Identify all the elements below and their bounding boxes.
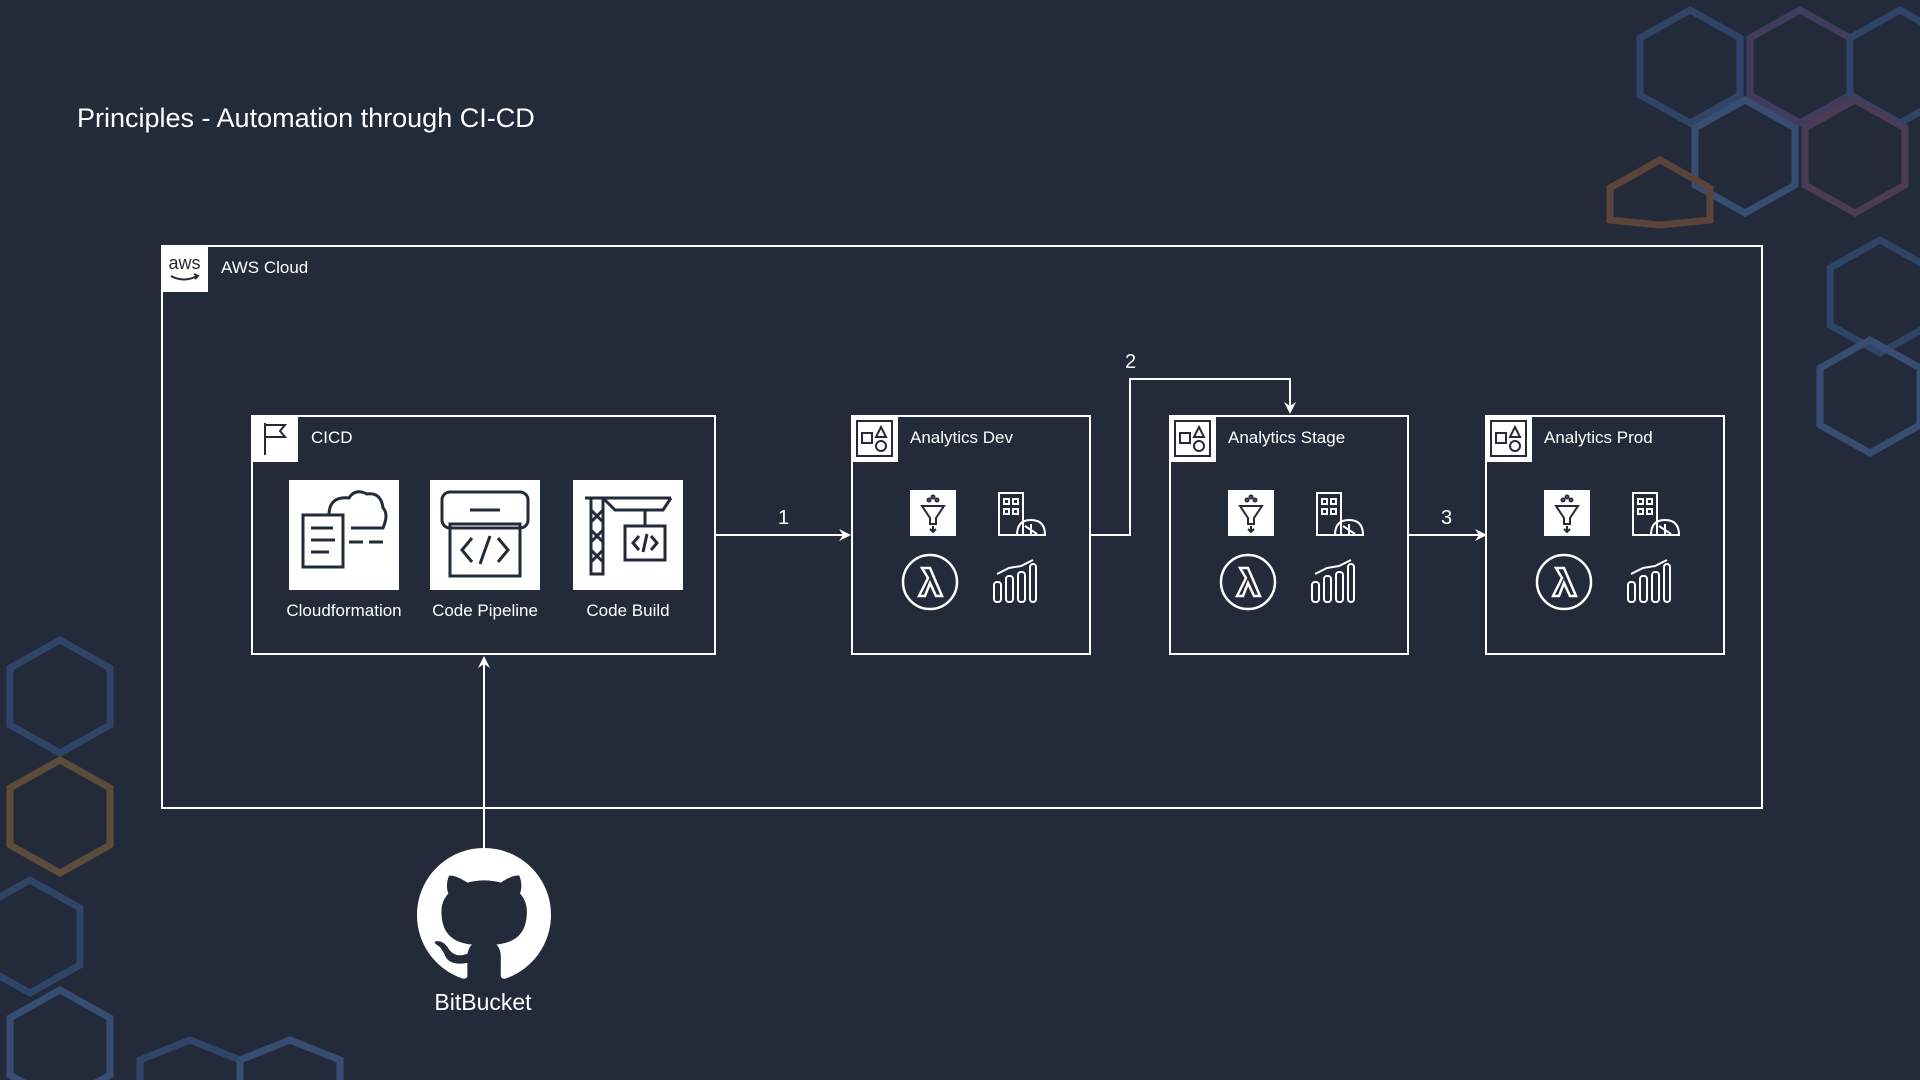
analytics-chart-icon — [990, 558, 1038, 604]
cloudformation-icon — [289, 480, 399, 590]
step-1-label: 1 — [778, 507, 790, 529]
analytics-chart-icon — [1308, 558, 1356, 604]
codebuild-label: Code Build — [586, 601, 670, 620]
glue-crawler-icon — [1544, 490, 1590, 536]
analytics-prod-label: Analytics Prod — [1544, 428, 1653, 447]
data-lake-building-icon — [1629, 490, 1681, 538]
lambda-icon — [1218, 552, 1278, 612]
bitbucket-label: BitBucket — [434, 989, 532, 1015]
codepipeline-label: Code Pipeline — [432, 601, 538, 620]
analytics-dev-label: Analytics Dev — [910, 428, 1013, 447]
aws-logo-icon: aws — [161, 245, 208, 292]
account-shapes-icon — [1169, 415, 1216, 462]
aws-cloud-boundary — [161, 245, 1763, 809]
data-lake-building-icon — [995, 490, 1047, 538]
analytics-prod-group — [1485, 415, 1725, 655]
github-icon — [417, 848, 551, 982]
glue-crawler-icon — [1228, 490, 1274, 536]
codepipeline-icon — [430, 480, 540, 590]
analytics-stage-group — [1169, 415, 1409, 655]
cicd-label: CICD — [311, 428, 353, 447]
account-shapes-icon — [851, 415, 898, 462]
analytics-dev-group — [851, 415, 1091, 655]
lambda-icon — [900, 552, 960, 612]
step-2-label: 2 — [1125, 351, 1137, 373]
aws-logo-text: aws — [168, 253, 200, 273]
analytics-stage-label: Analytics Stage — [1228, 428, 1346, 447]
page-title: Principles - Automation through CI-CD — [77, 103, 535, 133]
cicd-group — [251, 415, 716, 655]
flag-icon — [251, 415, 298, 462]
glue-crawler-icon — [910, 490, 956, 536]
aws-cloud-label: AWS Cloud — [221, 258, 309, 277]
account-shapes-icon — [1485, 415, 1532, 462]
cloudformation-label: Cloudformation — [286, 601, 402, 620]
lambda-icon — [1534, 552, 1594, 612]
analytics-chart-icon — [1624, 558, 1672, 604]
codebuild-icon — [573, 480, 683, 590]
step-3-label: 3 — [1441, 507, 1453, 529]
arrow-dev-to-stage — [1091, 378, 1296, 536]
data-lake-building-icon — [1313, 490, 1365, 538]
